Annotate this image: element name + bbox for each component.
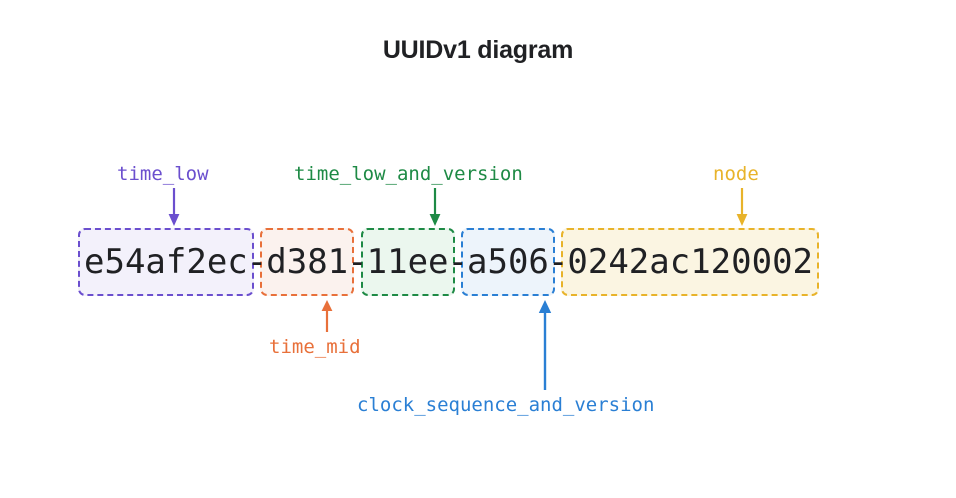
uuid-segment-time-low-and-version[interactable]: 11ee — [360, 228, 455, 296]
uuid-separator: - — [347, 242, 368, 282]
arrow-down-node — [736, 188, 748, 226]
label-time-low: time_low — [117, 163, 209, 185]
arrow-up-time-mid — [321, 300, 333, 332]
label-node: node — [713, 163, 759, 185]
label-time-mid: time_mid — [269, 336, 361, 358]
page-title: UUIDv1 diagram — [382, 36, 574, 64]
uuid-segment-time-low[interactable]: e54af2ec — [78, 228, 254, 296]
label-time-low-and-version: time_low_and_version — [294, 163, 523, 185]
label-clock-sequence-and-version: clock_sequence_and_version — [357, 394, 655, 416]
arrow-down-time-low — [168, 188, 180, 226]
uuid-segment-node[interactable]: 0242ac120002 — [561, 228, 820, 296]
arrow-down-time-low-and-version — [429, 188, 441, 226]
uuid-string: e54af2ec - d381 - 11ee - a506 - 0242ac12… — [78, 228, 820, 296]
uuid-segment-clock-sequence-and-version[interactable]: a506 — [461, 228, 555, 296]
uuid-separator: - — [547, 242, 569, 282]
arrow-up-clock-sequence-and-version — [538, 300, 552, 390]
uuid-separator: - — [447, 242, 468, 282]
uuid-segment-time-mid[interactable]: d381 — [260, 228, 355, 296]
uuid-separator: - — [246, 242, 268, 282]
